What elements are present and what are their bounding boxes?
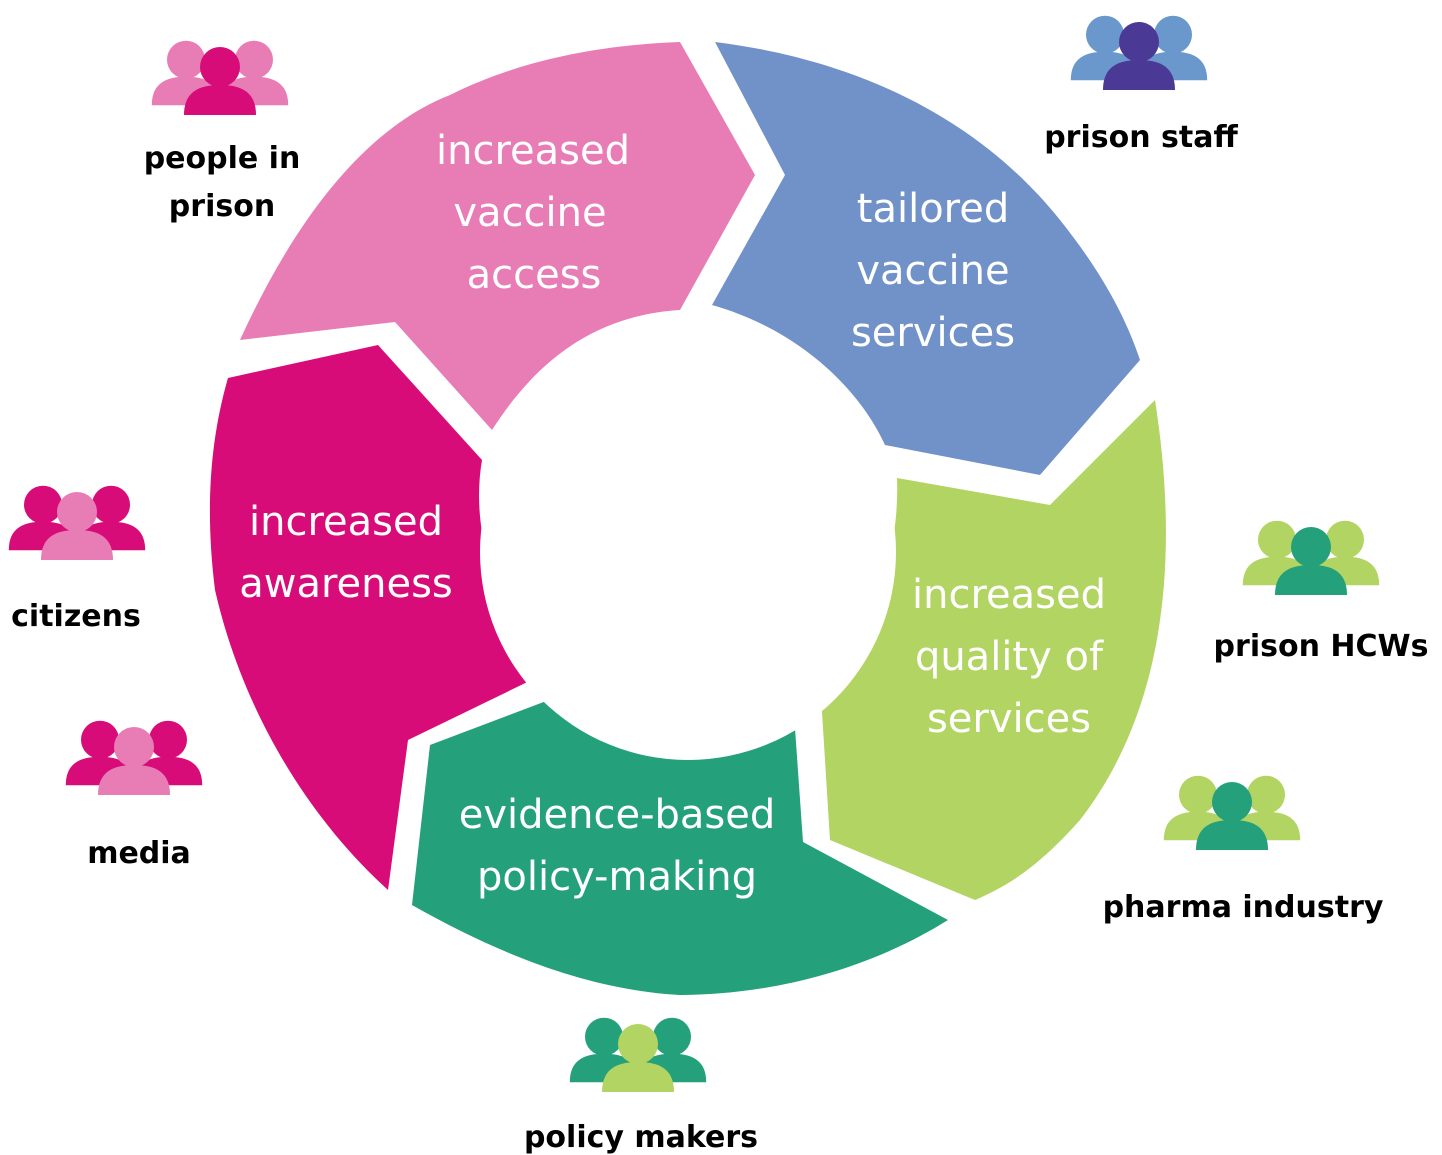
segment-awareness-label: increased awareness — [239, 499, 453, 607]
stakeholder-label: people in — [144, 141, 301, 176]
segment-policy-line: policy-making — [477, 854, 757, 900]
cycle-ring — [209, 42, 1166, 995]
segment-awareness-line: awareness — [239, 561, 453, 607]
segment-access-line: increased — [436, 128, 630, 174]
people-group-icon — [1242, 520, 1380, 595]
segment-quality-line: increased — [912, 572, 1106, 618]
stakeholder-label: pharma industry — [1103, 890, 1384, 925]
people-group-icon — [569, 1017, 707, 1092]
segment-policy-label: evidence-based policy-making — [459, 792, 776, 900]
segment-tailored-line: tailored — [857, 186, 1009, 232]
stakeholder-label: prison HCWs — [1214, 629, 1429, 664]
segment-quality-shape — [820, 400, 1166, 900]
segment-awareness-line: increased — [249, 499, 443, 545]
segment-policy-shape — [412, 692, 948, 995]
people-group-icon — [1163, 775, 1301, 850]
segment-access-shape — [240, 42, 755, 430]
segment-access-line: vaccine — [453, 190, 606, 236]
segment-quality-label: increased quality of services — [912, 572, 1106, 742]
stakeholder-label: citizens — [11, 599, 141, 634]
person-figure-front — [602, 1024, 674, 1092]
stakeholder-label: policy makers — [524, 1120, 758, 1155]
segment-access-line: access — [467, 252, 602, 298]
people-group-icon — [1070, 15, 1208, 90]
person-figure-front — [184, 47, 256, 115]
person-figure-side — [151, 40, 221, 106]
segment-tailored-shape — [712, 42, 1140, 475]
cycle-center — [480, 344, 896, 760]
people-group-icon — [8, 485, 146, 560]
stakeholder-label: prison staff — [1044, 120, 1238, 155]
segment-quality-line: services — [927, 696, 1091, 742]
people-group-icon — [65, 720, 203, 795]
person-figure-front — [98, 727, 170, 795]
segment-awareness-shape — [209, 345, 548, 890]
segment-access-label: increased vaccine access — [436, 128, 630, 298]
segment-tailored-label: tailored vaccine services — [851, 186, 1015, 356]
stakeholder-label: media — [87, 836, 191, 871]
person-figure-front — [1103, 22, 1175, 90]
person-figure-front — [41, 492, 113, 560]
person-figure-front — [1275, 527, 1347, 595]
people-group-icon — [151, 40, 289, 115]
person-figure-front — [1196, 782, 1268, 850]
segment-quality-line: quality of — [915, 634, 1104, 680]
segment-tailored-line: services — [851, 310, 1015, 356]
stakeholder-label: prison — [169, 189, 275, 224]
segment-tailored-line: vaccine — [856, 248, 1009, 294]
segment-policy-line: evidence-based — [459, 792, 776, 838]
